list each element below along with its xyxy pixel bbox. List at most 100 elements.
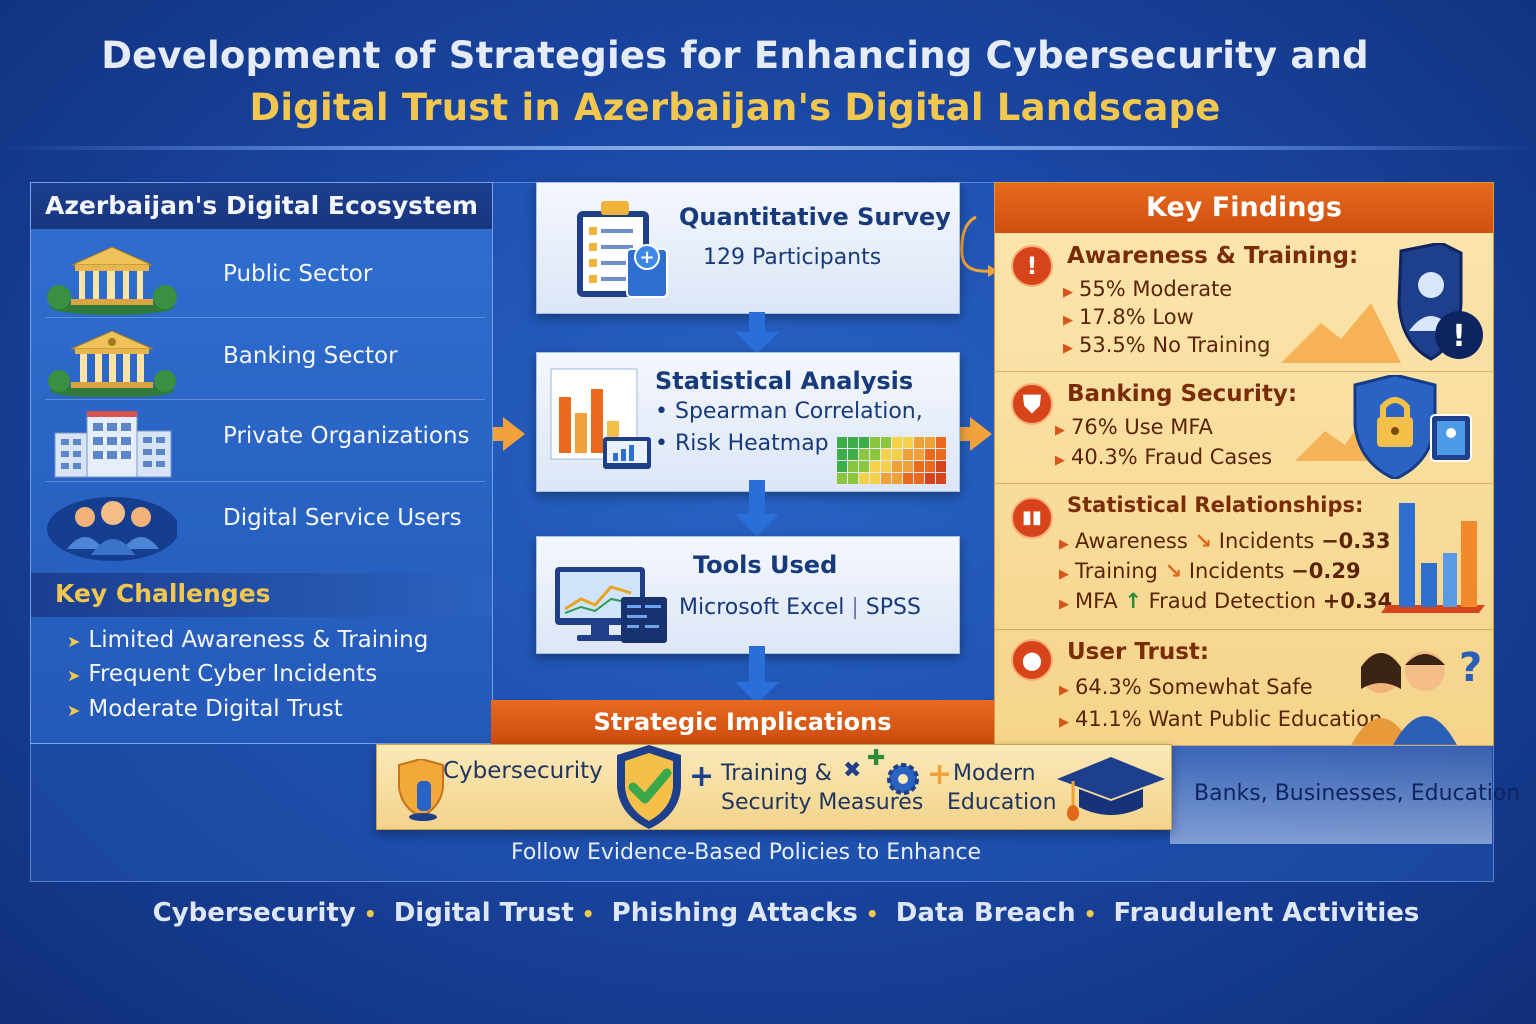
sector-label-users: Digital Service Users xyxy=(223,505,462,531)
heatmap-cell xyxy=(925,461,935,472)
finding-item: ▶17.8% Low xyxy=(1063,305,1194,329)
finding-banking: ⛊ Banking Security: ▶76% Use MFA ▶40.3% … xyxy=(995,371,1493,484)
down-arrow-stem xyxy=(749,646,765,684)
flow-arrow-stem-left xyxy=(493,427,503,441)
svg-text:+: + xyxy=(639,247,654,268)
svg-text:✚: ✚ xyxy=(867,746,885,771)
tools-title: Tools Used xyxy=(693,551,838,579)
3d-bar-chart-icon xyxy=(1381,503,1485,613)
audience-text: Banks, Businesses, Education xyxy=(1194,781,1521,806)
heatmap-cell xyxy=(892,461,902,472)
heatmap-cell xyxy=(837,437,847,448)
triangle-bullet-icon: ▶ xyxy=(1063,313,1073,328)
implications-heading: Strategic Implications xyxy=(491,700,994,744)
heatmap-cell xyxy=(881,473,891,484)
computer-monitor-icon xyxy=(555,567,667,643)
keyword: Cybersecurity xyxy=(152,898,356,928)
heatmap-cell xyxy=(881,437,891,448)
heatmap-cell xyxy=(892,473,902,484)
dot-separator-icon: • xyxy=(865,902,879,926)
finding-item: ▶41.1% Want Public Education xyxy=(1059,707,1383,731)
survey-participants: 129 Participants xyxy=(703,245,882,270)
finding-title: Banking Security: xyxy=(1067,381,1298,407)
keyword: Fraudulent Activities xyxy=(1113,898,1420,928)
heatmap-cell xyxy=(914,473,924,484)
sector-label-banking: Banking Sector xyxy=(223,343,398,369)
tools-box: Tools Used Microsoft Excel | SPSS xyxy=(536,536,960,654)
gears-icon: ✖ ✚ xyxy=(843,746,919,795)
challenge-item: ➤Moderate Digital Trust xyxy=(67,696,343,722)
connector-curve-icon xyxy=(960,215,998,277)
stat-row: ▶MFA ↑ Fraud Detection +0.34 xyxy=(1059,589,1393,613)
triangle-bullet-icon: ▶ xyxy=(1063,285,1073,300)
heatmap-cell xyxy=(925,437,935,448)
down-arrow-stem xyxy=(749,480,765,516)
heatmap-cell xyxy=(903,449,913,460)
triangle-bullet-icon: ▶ xyxy=(1059,537,1069,552)
heatmap-cell xyxy=(881,461,891,472)
diamond-arrow-icon: ➤ xyxy=(67,666,81,685)
bar-chart-icon xyxy=(550,368,651,469)
bar-chart-icon: ▮▮ xyxy=(1011,497,1053,539)
follow-policies-text: Follow Evidence-Based Policies to Enhanc… xyxy=(510,840,982,865)
challenge-item: ➤Limited Awareness & Training xyxy=(67,627,428,653)
triangle-bullet-icon: ▶ xyxy=(1063,341,1073,356)
findings-heading: Key Findings xyxy=(995,183,1493,233)
shield-lock-icon xyxy=(1295,375,1472,479)
challenge-text: Limited Awareness & Training xyxy=(88,627,429,653)
heatmap-cell xyxy=(848,437,858,448)
finding-item: ▶64.3% Somewhat Safe xyxy=(1059,675,1313,699)
keyword: Data Breach xyxy=(895,898,1076,928)
office-buildings-icon xyxy=(54,411,172,478)
clipboard-survey-icon: + xyxy=(577,201,668,298)
heatmap-cell xyxy=(870,449,880,460)
shield-icon: ⛊ xyxy=(1011,383,1053,425)
arrow-down-right-icon: ↘ xyxy=(1194,529,1213,553)
heatmap-cell xyxy=(837,461,847,472)
flow-arrow-stem-right xyxy=(960,427,970,441)
svg-text:!: ! xyxy=(1452,319,1466,354)
bullet-icon: • xyxy=(655,399,675,424)
sector-row-public: Public Sector xyxy=(45,237,485,318)
heatmap-cell xyxy=(848,473,858,484)
user-icon: ● xyxy=(1011,639,1053,681)
svg-text:✖: ✖ xyxy=(843,758,861,783)
heatmap-cell xyxy=(859,437,869,448)
heatmap-cell xyxy=(870,473,880,484)
triangle-bullet-icon: ▶ xyxy=(1059,715,1069,730)
heatmap-cell xyxy=(914,437,924,448)
sector-row-private: Private Organizations xyxy=(45,401,485,482)
flow-arrow-right-icon xyxy=(970,417,992,451)
stat-row: ▶Awareness ↘ Incidents −0.33 xyxy=(1059,529,1391,553)
heatmap-cell xyxy=(859,461,869,472)
heatmap-cell xyxy=(925,473,935,484)
title-divider xyxy=(0,146,1536,150)
analysis-item: • Risk Heatmap xyxy=(655,431,829,456)
users-question-icon: ? xyxy=(1351,645,1482,745)
risk-heatmap-icon xyxy=(837,437,946,484)
down-arrow-icon xyxy=(735,514,779,536)
ecosystem-panel: Azerbaijan's Digital Ecosystem Public Se… xyxy=(30,182,493,744)
heatmap-cell xyxy=(936,449,946,460)
shield-check-icon xyxy=(617,745,681,829)
implication-training: Training &Security Measures xyxy=(721,761,924,815)
implications-box: Cybersecurity + Training &Security Measu… xyxy=(376,744,1172,830)
finding-item: ▶76% Use MFA xyxy=(1055,415,1213,439)
keywords-bar: Cybersecurity• Digital Trust• Phishing A… xyxy=(0,898,1536,928)
keyword: Digital Trust xyxy=(393,898,574,928)
heatmap-cell xyxy=(925,449,935,460)
heatmap-cell xyxy=(903,437,913,448)
challenge-text: Frequent Cyber Incidents xyxy=(88,661,378,687)
heatmap-cell xyxy=(936,437,946,448)
triangle-bullet-icon: ▶ xyxy=(1059,597,1069,612)
heatmap-cell xyxy=(870,461,880,472)
triangle-bullet-icon: ▶ xyxy=(1059,567,1069,582)
user-shield-warning-icon: ! xyxy=(1281,243,1483,363)
triangle-bullet-icon: ▶ xyxy=(1055,453,1065,468)
finding-title: Awareness & Training: xyxy=(1067,243,1359,269)
heatmap-cell xyxy=(870,437,880,448)
graduation-cap-icon xyxy=(1057,757,1165,821)
heatmap-cell xyxy=(892,437,902,448)
diamond-arrow-icon: ➤ xyxy=(67,701,81,720)
arrow-up-icon: ↑ xyxy=(1124,589,1142,613)
